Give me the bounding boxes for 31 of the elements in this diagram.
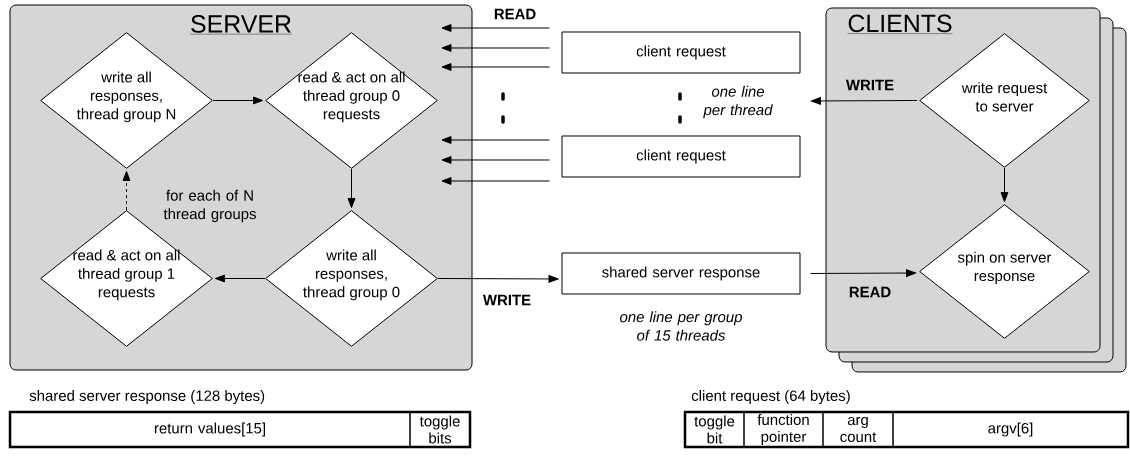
direction-label: WRITE — [845, 79, 894, 91]
arrow — [212, 96, 264, 105]
arrow — [1000, 167, 1009, 203]
arrow — [122, 170, 131, 211]
arrow — [810, 269, 917, 277]
label: return values[15] — [154, 422, 265, 437]
node-caption: one line per group of 15 threads — [620, 311, 742, 341]
arrow — [441, 44, 550, 52]
data-box: client request — [561, 31, 801, 74]
table-cell: argv[6] — [892, 411, 1129, 448]
arrow — [441, 136, 550, 144]
direction-label: READ — [849, 286, 891, 298]
table-cell: arg count — [822, 411, 894, 448]
table-cell: toggle bits — [409, 411, 471, 448]
text-label: shared server response (128 bytes) — [29, 390, 265, 404]
arrow — [437, 275, 559, 283]
text-label: one line per thread — [703, 85, 773, 119]
label: toggle bit — [694, 415, 735, 444]
arrow — [810, 97, 918, 105]
direction-label: READ — [494, 8, 536, 20]
arrow — [347, 168, 356, 209]
data-box: client request — [561, 135, 801, 178]
table-cell: function pointer — [743, 411, 824, 448]
arrow — [441, 63, 550, 71]
arrow — [441, 177, 550, 185]
text-label: client request (64 bytes) — [691, 390, 850, 404]
arrow — [441, 156, 550, 164]
direction-label: WRITE — [482, 294, 531, 306]
arrow — [214, 274, 266, 283]
arrow — [441, 24, 550, 32]
data-box: shared server response — [561, 252, 801, 295]
